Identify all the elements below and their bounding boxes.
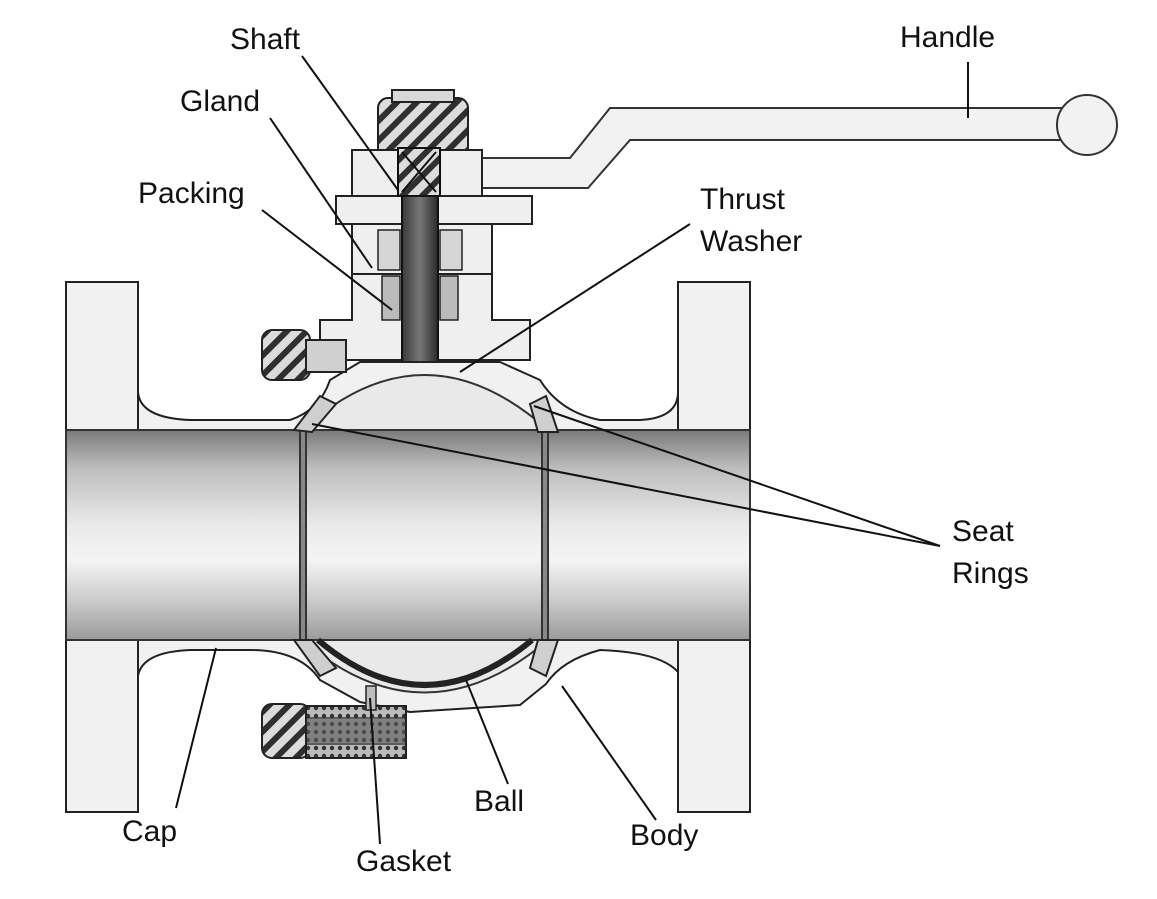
label-cap: Cap xyxy=(122,815,178,848)
label-body: Body xyxy=(630,819,699,852)
leader-body xyxy=(561,685,657,821)
label-washer: Washer xyxy=(700,225,803,258)
leader-packing xyxy=(261,209,393,311)
label-gland: Gland xyxy=(180,85,261,118)
label-ball: Ball xyxy=(474,785,525,818)
label-rings: Rings xyxy=(952,557,1029,590)
seat-rings xyxy=(292,394,560,678)
stem-nut xyxy=(377,89,469,159)
body-bolt-lower xyxy=(261,703,407,759)
body-bolt-upper xyxy=(261,329,347,381)
label-seat: Seat xyxy=(952,515,1014,548)
pipe-bore xyxy=(65,429,751,641)
leader-cap xyxy=(175,647,217,809)
leader-ball xyxy=(465,679,509,785)
leader-seat-ring-right xyxy=(533,405,941,547)
leader-seat-ring-left xyxy=(311,423,941,547)
label-shaft: Shaft xyxy=(230,23,301,56)
handle-lever xyxy=(454,94,1118,189)
label-packing: Packing xyxy=(138,177,245,210)
leader-thrust-washer xyxy=(459,223,691,373)
leader-shaft xyxy=(301,55,399,191)
leader-gasket xyxy=(369,697,381,845)
packing-rings xyxy=(377,229,463,321)
leader-lines xyxy=(175,55,969,845)
label-thrust: Thrust xyxy=(700,183,786,216)
label-gasket: Gasket xyxy=(356,845,452,878)
label-handle: Handle xyxy=(900,21,996,54)
leader-gland xyxy=(269,117,373,269)
